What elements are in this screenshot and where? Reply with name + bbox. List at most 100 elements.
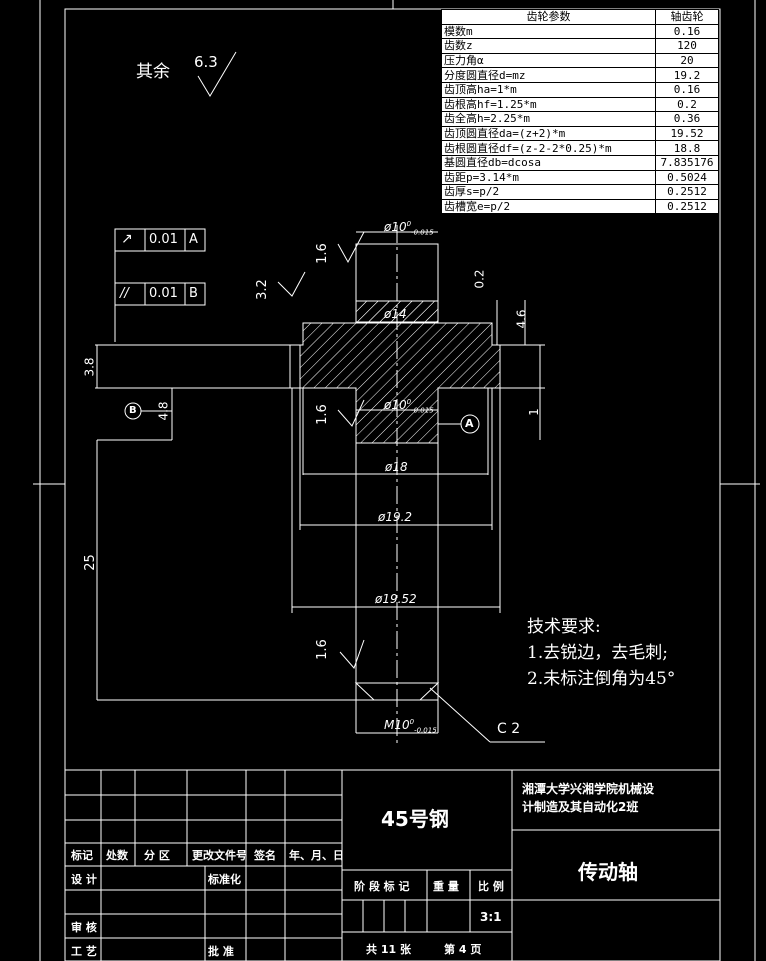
- dim-d10-top-tol-lower: -0.015: [411, 228, 434, 237]
- params-header-name: 齿轮参数: [441, 9, 656, 25]
- tb-label-scale: 比 例: [478, 880, 504, 893]
- tb-label-count: 处数: [106, 849, 128, 862]
- param-value: 120: [655, 38, 719, 54]
- tb-label-design: 设 计: [71, 873, 97, 886]
- param-name: 基圆直径db=dcosa: [441, 154, 656, 171]
- param-value: 18.8: [655, 140, 719, 156]
- parallel-symbol-icon: //: [120, 286, 129, 301]
- roughness-mark-3: [337, 399, 365, 427]
- param-name: 压力角α: [441, 52, 656, 69]
- param-value: 19.2: [655, 67, 719, 83]
- tb-label-approve: 批 准: [208, 945, 234, 958]
- part-name: 传动轴: [578, 860, 638, 884]
- title-block-grid: [65, 769, 720, 961]
- tb-label-zone: 分 区: [144, 849, 170, 862]
- param-name: 齿全高h=2.25*m: [441, 111, 656, 127]
- parallel-datum: B: [189, 286, 198, 301]
- roughness-default-label: 其余: [136, 62, 170, 82]
- dim-d10-mid-value: ø10: [384, 398, 407, 412]
- scale-value: 3:1: [480, 910, 502, 924]
- chamfer-leader: [429, 687, 491, 743]
- param-name: 齿数z: [441, 38, 656, 54]
- param-value: 0.16: [655, 23, 719, 40]
- runout-value: 0.01: [149, 232, 178, 247]
- runout-datum: A: [189, 232, 198, 247]
- param-name: 分度圆直径d=mz: [441, 67, 656, 83]
- tb-label-doc-no: 更改文件号: [192, 849, 247, 862]
- school-line-1: 湘潭大学兴湘学院机械设: [522, 782, 655, 796]
- param-value: 0.2512: [655, 198, 719, 215]
- tech-req-item: 2.未标注倒角为45°: [527, 669, 676, 689]
- param-name: 齿槽宽e=p/2: [441, 198, 656, 215]
- tolerance-frame-parallel: [114, 282, 206, 306]
- parallel-value: 0.01: [149, 286, 178, 301]
- dim-d10-mid-tol-upper: 0: [406, 398, 412, 406]
- tb-label-review: 审 核: [71, 921, 97, 934]
- tb-label-sign: 签名: [254, 849, 276, 862]
- datum-a-label: A: [465, 417, 474, 430]
- dim-d10-mid: ø100-0.015: [384, 398, 434, 414]
- tech-req-item: 1.去锐边，去毛刺;: [527, 643, 668, 663]
- sheet-number: 第 4 页: [444, 943, 482, 956]
- param-value: 0.2: [655, 96, 719, 113]
- dim-h25: 25: [82, 554, 98, 571]
- tb-label-standardize: 标准化: [208, 873, 241, 886]
- param-value: 0.36: [655, 111, 719, 127]
- roughness-mark-2: [277, 271, 306, 297]
- dim-d19-52: ø19.52: [375, 592, 417, 606]
- param-name: 齿顶高ha=1*m: [441, 81, 656, 98]
- roughness-mark-4: [339, 639, 365, 669]
- datum-b-label: B: [129, 405, 137, 416]
- param-value: 7.835176: [655, 154, 719, 171]
- param-value: 20: [655, 52, 719, 69]
- param-name: 齿距p=3.14*m: [441, 169, 656, 186]
- dim-m10: M100-0.015: [384, 718, 437, 734]
- dim-m10-value: M10: [384, 718, 410, 732]
- dim-d10-top-value: ø10: [384, 220, 407, 234]
- tb-label-mark: 标记: [71, 849, 93, 862]
- total-sheets: 共 11 张: [366, 943, 411, 956]
- tb-label-weight: 重 量: [433, 880, 459, 893]
- param-value: 19.52: [655, 125, 719, 142]
- dim-d18: ø18: [385, 460, 408, 474]
- roughness-default-value: 6.3: [194, 53, 218, 71]
- tb-label-stage-mark: 阶 段 标 记: [354, 880, 410, 893]
- dim-h3-8: 3.8: [82, 357, 97, 377]
- roughness-mark-3-value: 1.6: [314, 404, 330, 425]
- param-name: 齿根高hf=1.25*m: [441, 96, 656, 113]
- param-value: 0.16: [655, 81, 719, 98]
- roughness-mark-4-value: 1.6: [314, 639, 330, 660]
- dim-d10-mid-tol-lower: -0.015: [411, 406, 434, 415]
- dim-d19-2: ø19.2: [378, 510, 413, 524]
- dim-h1: 1: [526, 408, 541, 416]
- dim-m10-tol-lower: -0.015: [414, 726, 437, 735]
- dim-h4-8: 4.8: [156, 401, 171, 421]
- dim-d10-top: ø100-0.015: [384, 220, 434, 236]
- param-value: 0.5024: [655, 169, 719, 186]
- dim-m10-tol-upper: 0: [409, 718, 415, 726]
- shaft-outline: [95, 243, 545, 733]
- tech-req-title: 技术要求:: [527, 617, 601, 637]
- runout-symbol-icon: ↗: [121, 231, 133, 247]
- school-line-2: 计制造及其自动化2班: [522, 800, 639, 814]
- param-name: 齿根圆直径df=(z-2-2*0.25)*m: [441, 140, 656, 156]
- roughness-mark-2-value: 3.2: [254, 279, 270, 300]
- roughness-default-symbol: [197, 51, 237, 97]
- dim-h4-6: 4.6: [514, 309, 529, 329]
- dim-d10-top-tol-upper: 0: [406, 220, 412, 228]
- param-value: 0.2512: [655, 184, 719, 200]
- tb-label-process: 工 艺: [71, 945, 97, 958]
- dim-h0-2: 0.2: [472, 269, 487, 289]
